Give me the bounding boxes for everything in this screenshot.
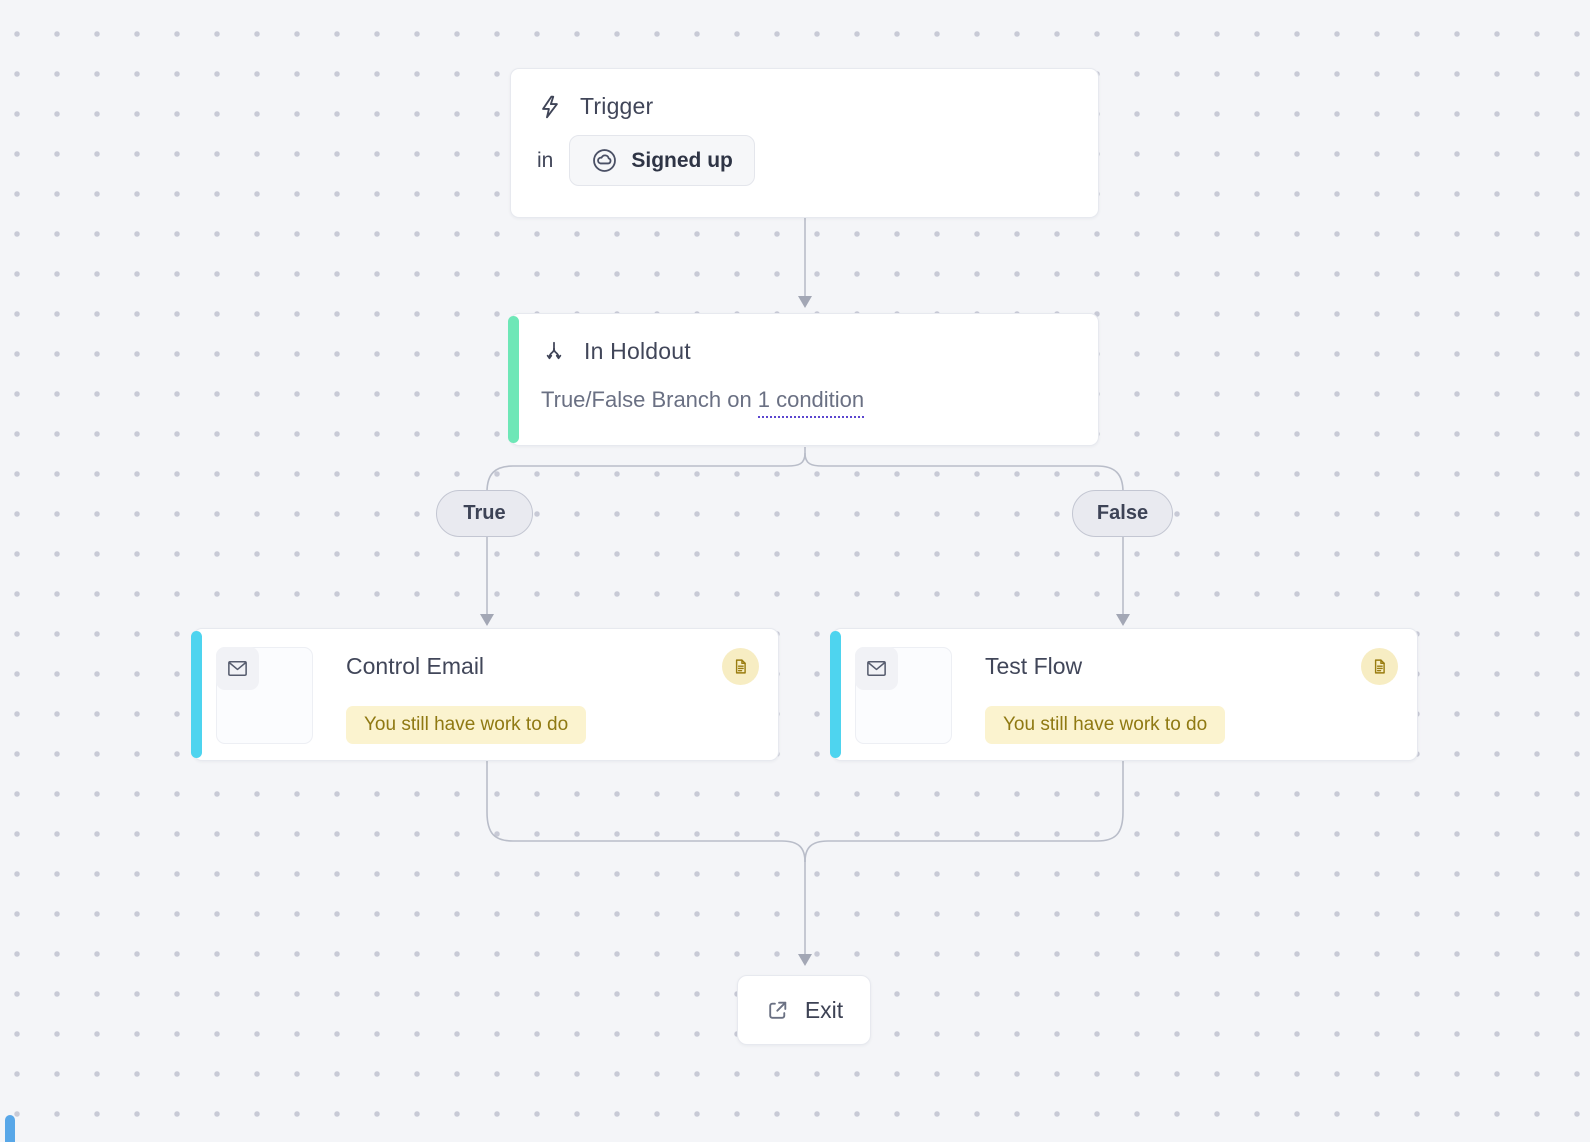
holdout-title: In Holdout bbox=[584, 338, 691, 364]
trigger-in-label: in bbox=[537, 148, 554, 172]
branch-pill-false[interactable]: False bbox=[1072, 490, 1173, 537]
branch-pill-true[interactable]: True bbox=[436, 490, 533, 537]
test-flow-node[interactable]: Test Flow You still have work to do bbox=[830, 628, 1418, 761]
envelope-icon bbox=[226, 657, 249, 680]
envelope-icon bbox=[865, 657, 888, 680]
control-email-accent-bar bbox=[191, 631, 202, 758]
document-icon bbox=[1371, 658, 1388, 675]
trigger-event-label: Signed up bbox=[631, 148, 733, 172]
trigger-event-chip[interactable]: Signed up bbox=[569, 135, 755, 186]
draft-status-badge[interactable] bbox=[722, 648, 759, 685]
email-node-title: Control Email bbox=[346, 653, 485, 679]
event-circle-icon bbox=[591, 147, 618, 174]
envelope-chip bbox=[855, 647, 898, 690]
draft-status-badge[interactable] bbox=[1361, 648, 1398, 685]
condition-count-link[interactable]: 1 condition bbox=[757, 387, 865, 418]
lightning-icon bbox=[537, 94, 563, 120]
email-node-title: Test Flow bbox=[985, 653, 1083, 679]
holdout-accent-bar bbox=[508, 316, 519, 443]
document-icon bbox=[732, 658, 749, 675]
exit-label: Exit bbox=[804, 996, 844, 1023]
offscreen-node-accent-bar bbox=[5, 1115, 15, 1142]
arrowheads bbox=[480, 296, 1130, 966]
branch-split-icon bbox=[541, 339, 567, 365]
control-email-node[interactable]: Control Email You still have work to do bbox=[191, 628, 779, 761]
holdout-description: True/False Branch on bbox=[541, 387, 752, 412]
test-flow-accent-bar bbox=[830, 631, 841, 758]
envelope-chip bbox=[216, 647, 259, 690]
trigger-node[interactable]: Trigger in Signed up bbox=[510, 68, 1099, 218]
trigger-title: Trigger bbox=[580, 93, 654, 119]
work-to-do-badge: You still have work to do bbox=[985, 706, 1226, 744]
external-link-icon bbox=[765, 998, 790, 1023]
exit-node[interactable]: Exit bbox=[737, 975, 871, 1045]
work-to-do-badge: You still have work to do bbox=[346, 706, 587, 744]
